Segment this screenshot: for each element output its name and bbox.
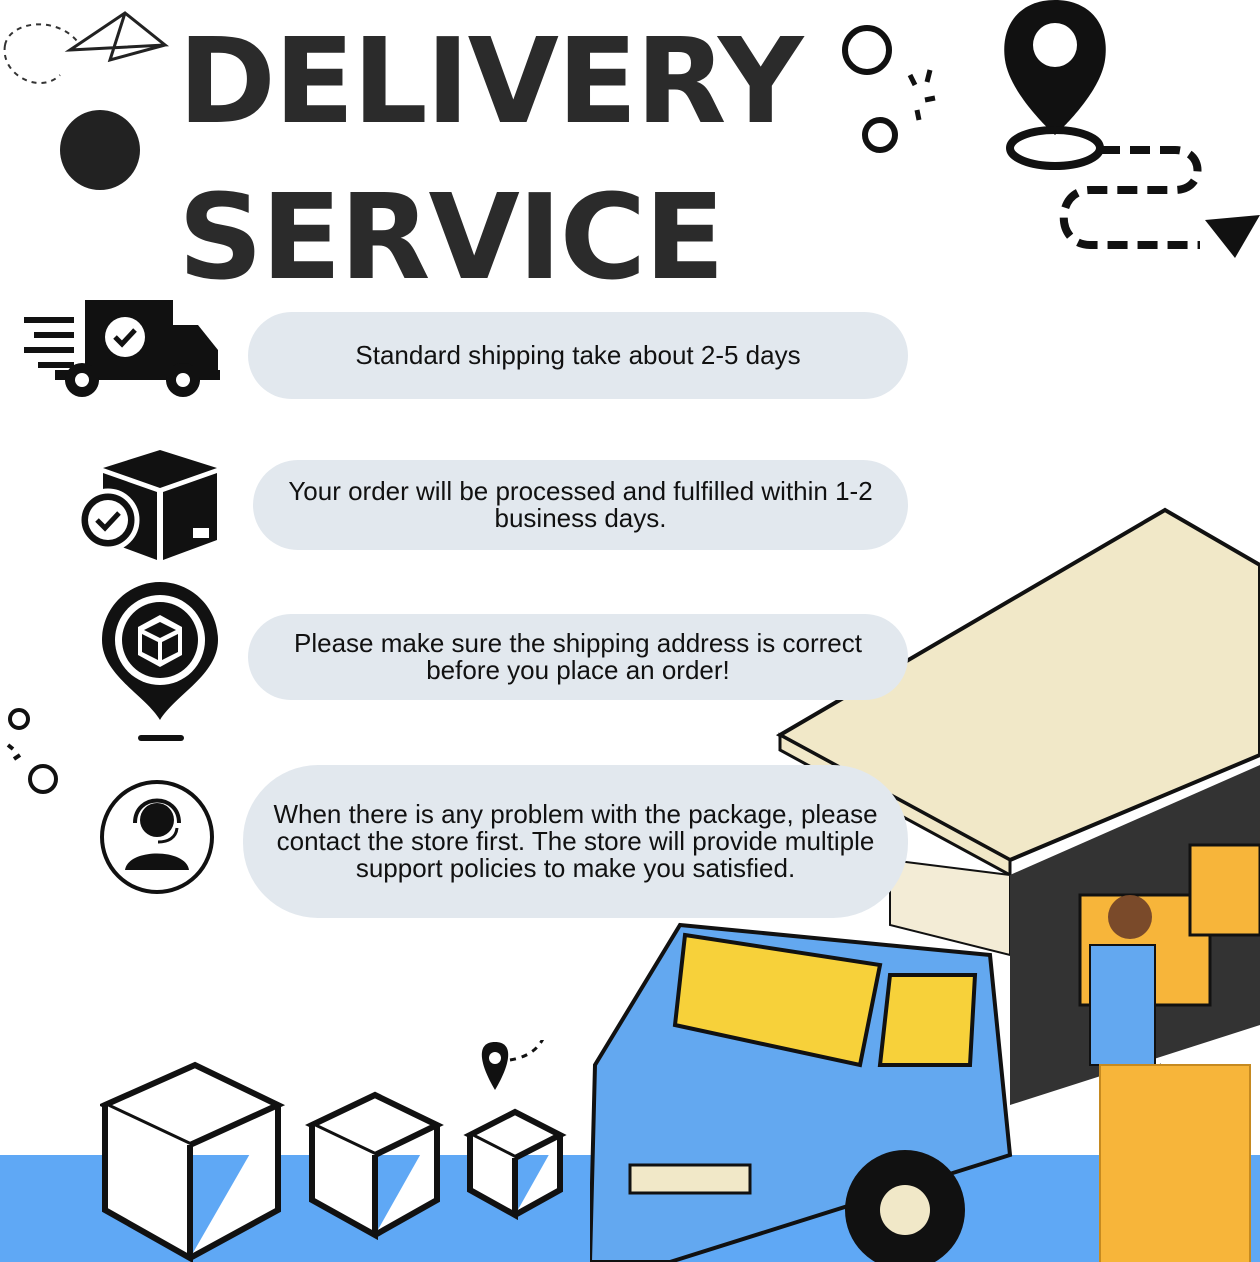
paper-plane-icon: [3, 11, 170, 85]
location-route-icon: [1004, 0, 1260, 258]
info-pill-support-notice: When there is any problem with the packa…: [243, 765, 908, 918]
title-line-2: SERVICE: [178, 168, 725, 306]
dot-decoration: [60, 110, 140, 190]
boxes-illustration: [100, 1040, 567, 1262]
info-pill-address-notice: Please make sure the shipping address is…: [248, 614, 908, 700]
circles-decoration-icon: [6, 708, 58, 794]
delivery-truck-icon: [24, 300, 220, 397]
customer-support-icon: [100, 780, 214, 894]
circles-decoration-icon: [842, 25, 936, 153]
location-box-icon: [102, 582, 218, 741]
delivery-truck-illustration: [590, 507, 1260, 1262]
title-line-1: DELIVERY: [178, 12, 803, 150]
box-check-icon: [76, 450, 217, 560]
info-pill-processing-time: Your order will be processed and fulfill…: [253, 460, 908, 550]
info-pill-shipping-time: Standard shipping take about 2-5 days: [248, 312, 908, 399]
